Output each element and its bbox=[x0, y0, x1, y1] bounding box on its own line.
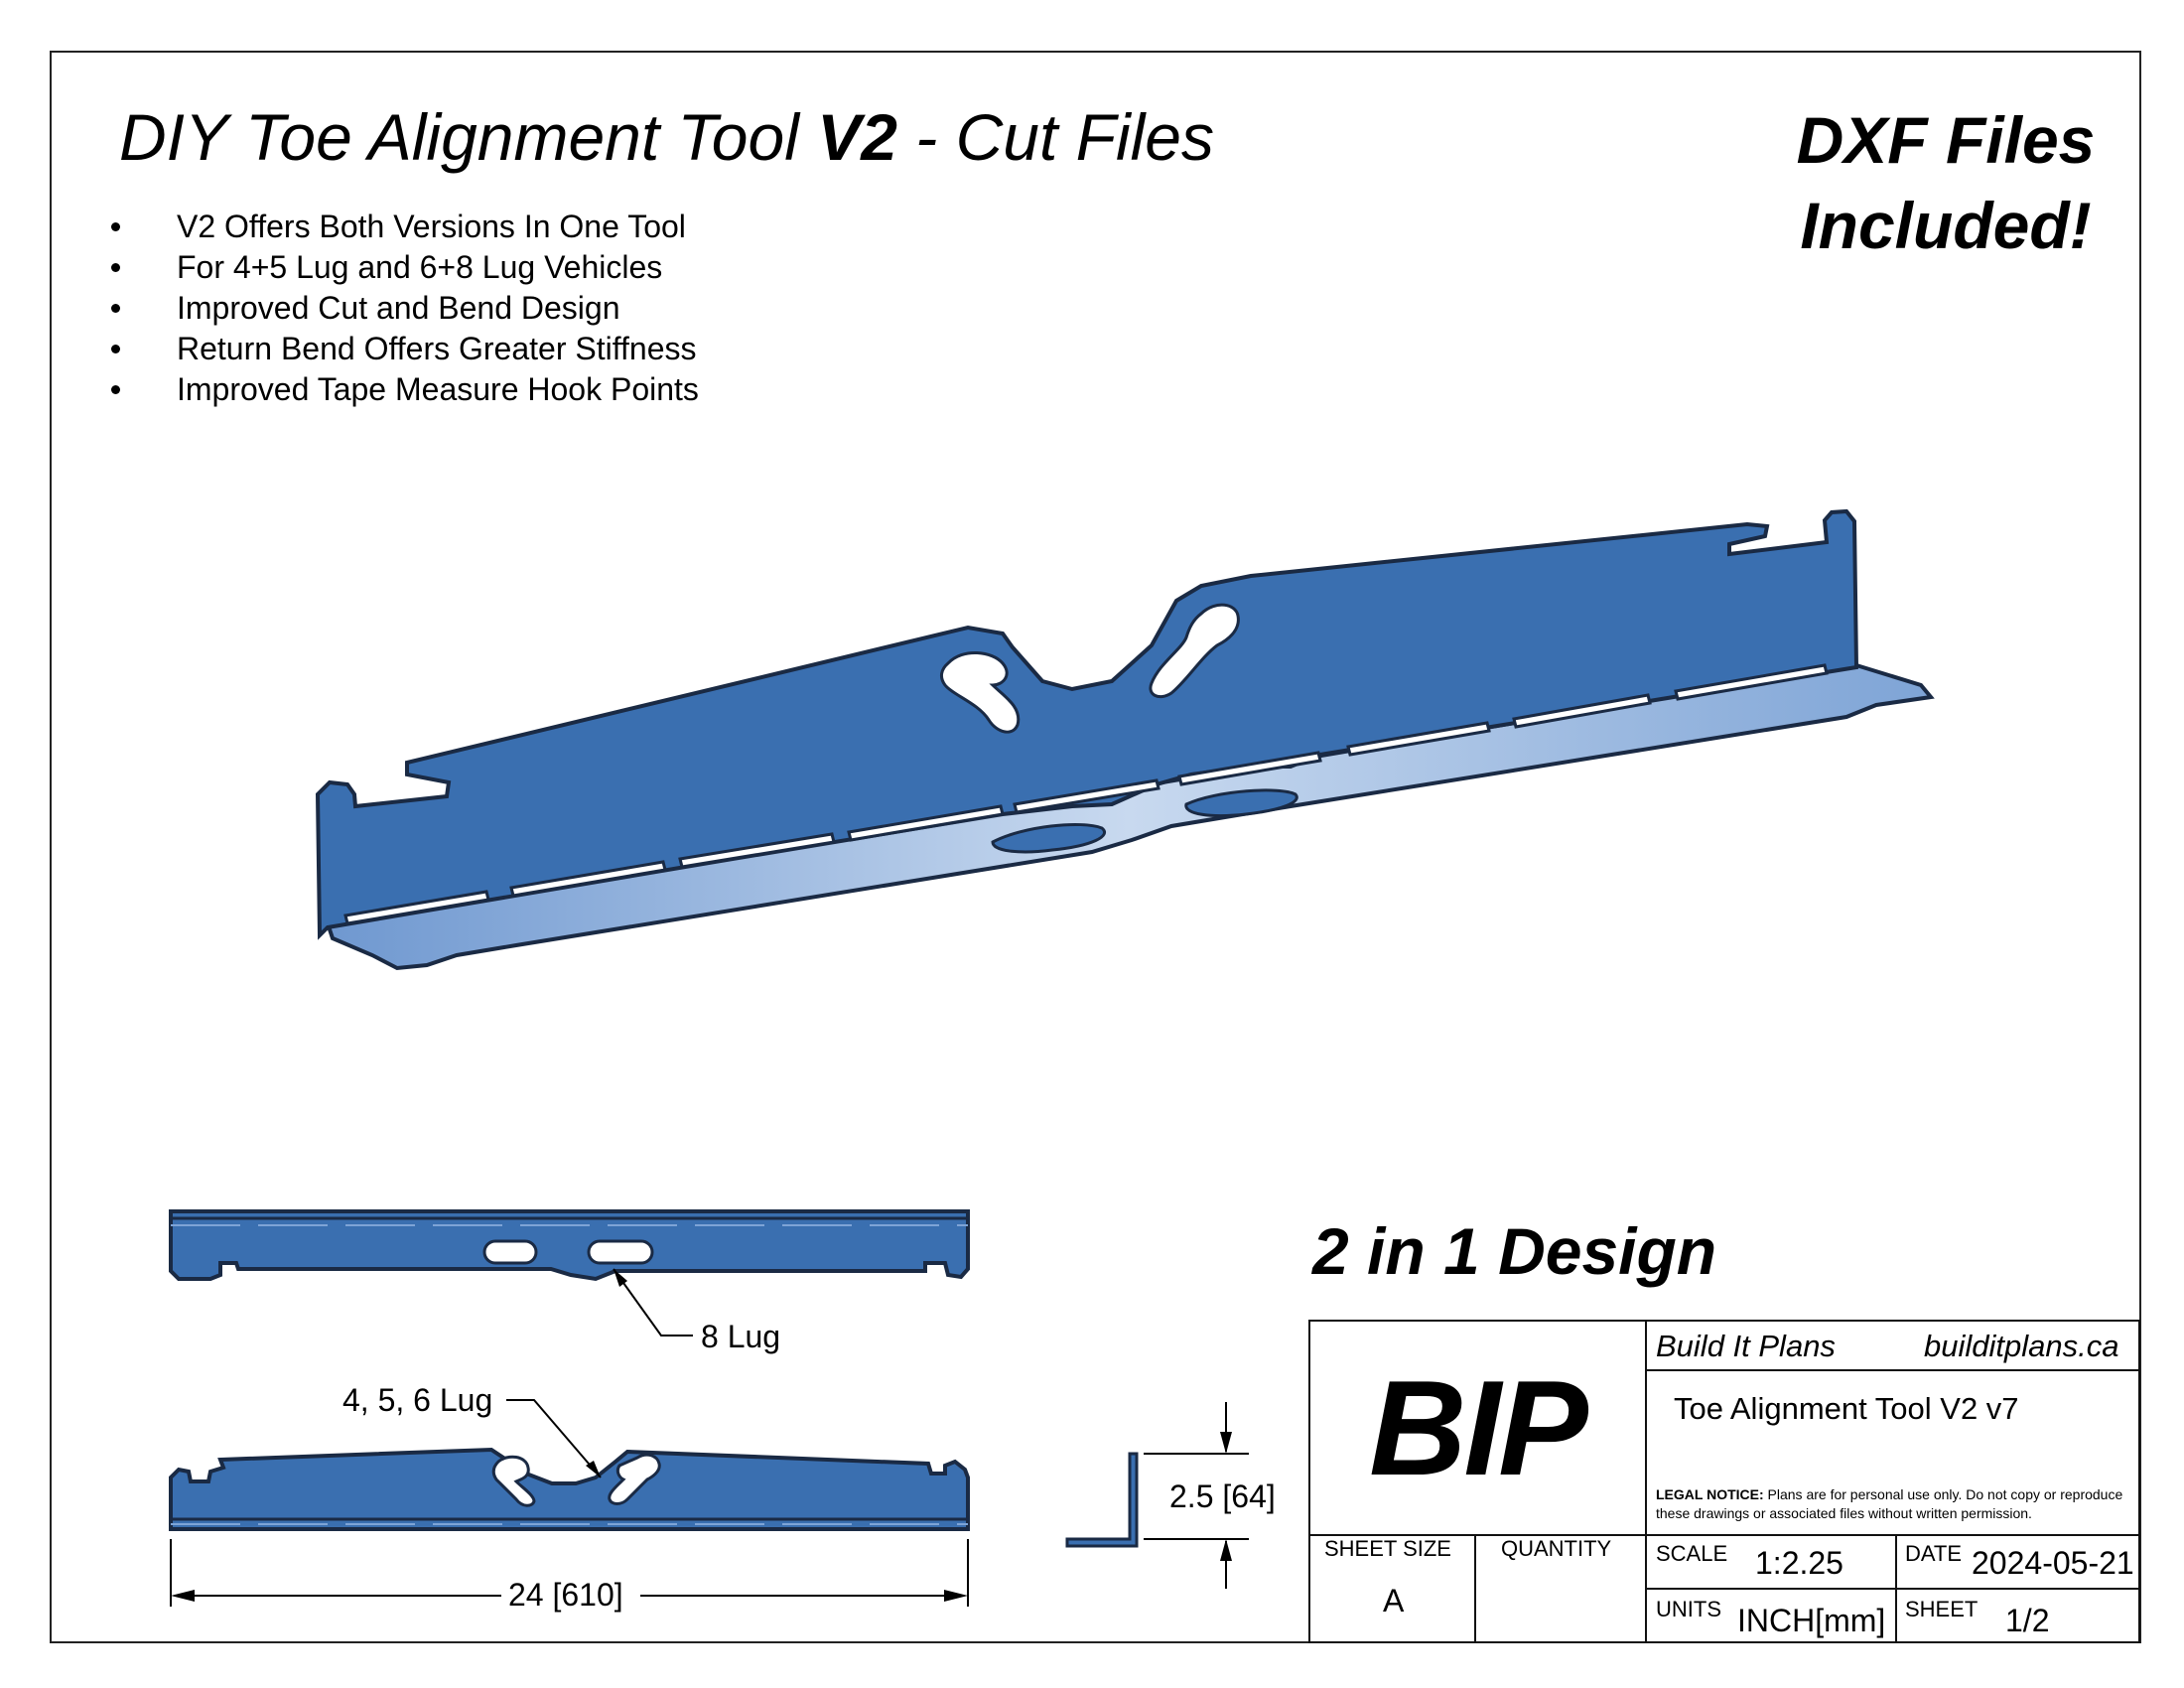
length-dimension bbox=[170, 1539, 969, 1607]
bip-logo: BIP bbox=[1369, 1351, 1588, 1503]
company-name: Build It Plans bbox=[1656, 1329, 1836, 1363]
sheet-size-value: A bbox=[1383, 1583, 1405, 1618]
feature-item: For 4+5 Lug and 6+8 Lug Vehicles bbox=[99, 247, 699, 288]
date-label: DATE bbox=[1905, 1541, 1963, 1566]
drawing-title: Toe Alignment Tool V2 v7 bbox=[1674, 1391, 2019, 1426]
feature-item: Return Bend Offers Greater Stiffness bbox=[99, 329, 699, 369]
scale-value: 1:2.25 bbox=[1755, 1545, 1843, 1581]
date-value: 2024-05-21 bbox=[1972, 1545, 2134, 1581]
bullet-icon bbox=[111, 345, 120, 353]
flange-slot-left bbox=[991, 822, 1106, 854]
dxf-badge: DXF Files Included! bbox=[1747, 97, 2144, 268]
keyhole-cutout-left bbox=[939, 650, 1021, 734]
bottom-flange bbox=[325, 662, 1935, 971]
flange-slot-right bbox=[1184, 788, 1298, 818]
end-profile-view bbox=[1065, 1452, 1139, 1548]
website-link[interactable]: builditplans.ca bbox=[1924, 1329, 2119, 1363]
page-title: DIY Toe Alignment Tool V2 - Cut Files bbox=[119, 100, 1214, 174]
lug8-label: 8 Lug bbox=[701, 1319, 781, 1354]
feature-item: Improved Cut and Bend Design bbox=[99, 288, 699, 329]
lug456-leader bbox=[506, 1399, 602, 1478]
dxf-badge-line2: Included! bbox=[1800, 189, 2092, 262]
side-view-4-5-6-lug bbox=[169, 1447, 970, 1531]
legal-notice: LEGAL NOTICE: Plans are for personal use… bbox=[1656, 1486, 2123, 1521]
quantity-label: QUANTITY bbox=[1501, 1536, 1612, 1561]
drawing-border bbox=[50, 51, 2141, 1643]
units-label: UNITS bbox=[1656, 1597, 1721, 1621]
height-label: 2.5 [64] bbox=[1169, 1478, 1276, 1514]
sheet-size-label: SHEET SIZE bbox=[1324, 1536, 1451, 1561]
title-block bbox=[1308, 1320, 2140, 1643]
feature-item: V2 Offers Both Versions In One Tool bbox=[99, 207, 699, 247]
sheet-value: 1/2 bbox=[2005, 1603, 2050, 1638]
length-label: 24 [610] bbox=[508, 1577, 623, 1613]
lug8-leader bbox=[613, 1268, 693, 1336]
design-tagline: 2 in 1 Design bbox=[1312, 1214, 1717, 1288]
feature-item: Improved Tape Measure Hook Points bbox=[99, 369, 699, 410]
feature-list: V2 Offers Both Versions In One Tool For … bbox=[99, 207, 699, 410]
lug456-label: 4, 5, 6 Lug bbox=[342, 1382, 493, 1418]
top-view-8-lug bbox=[169, 1209, 970, 1282]
sheet-label: SHEET bbox=[1905, 1597, 1979, 1621]
scale-label: SCALE bbox=[1656, 1541, 1728, 1566]
units-value: INCH[mm] bbox=[1737, 1603, 1886, 1638]
bullet-icon bbox=[111, 385, 120, 394]
isometric-view bbox=[315, 508, 1935, 971]
bullet-icon bbox=[111, 263, 120, 272]
bend-relief-slots bbox=[343, 663, 1829, 925]
bullet-icon bbox=[111, 304, 120, 313]
keyhole-cutout-right bbox=[1149, 603, 1240, 699]
bullet-icon bbox=[111, 222, 120, 231]
dxf-badge-line1: DXF Files bbox=[1796, 103, 2096, 177]
